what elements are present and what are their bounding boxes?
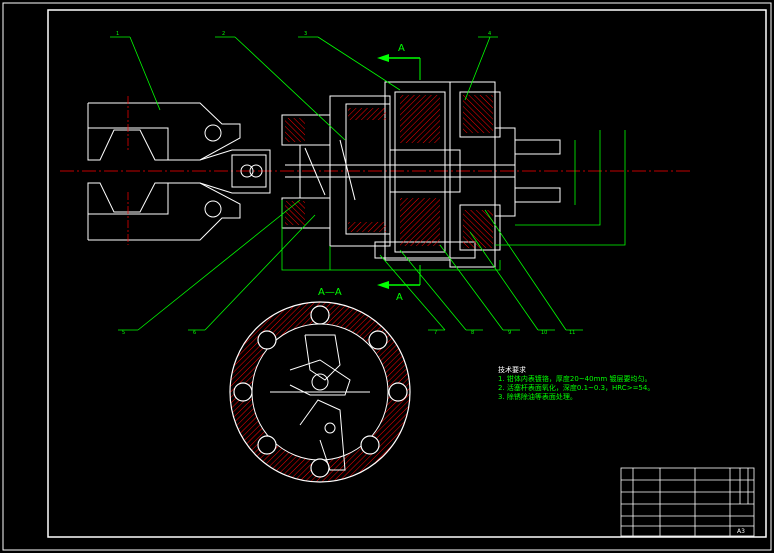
- piston-rod: [285, 139, 515, 201]
- callout-numbers: 1 2 3 4 5 6 7 8 9 10 11: [116, 31, 575, 336]
- section-view-a-a: [229, 301, 411, 483]
- sheet-size-label: A3: [737, 528, 745, 535]
- callout-4: 4: [488, 31, 491, 37]
- technical-requirement-1: 1. 钳体内表镀铬，厚度20~40mm 镀层要均匀。: [498, 375, 652, 383]
- technical-requirement-3: 3. 除锈除油等表面处理。: [498, 393, 577, 401]
- callout-3: 3: [304, 31, 307, 37]
- section-arrow-top: [377, 54, 421, 80]
- technical-requirements-title: 技术要求: [498, 366, 526, 374]
- callout-1: 1: [116, 31, 119, 37]
- title-block: [620, 467, 755, 537]
- callout-5: 5: [122, 330, 125, 336]
- gripper-jaws: [87, 102, 271, 241]
- hatched-sections: [285, 95, 493, 248]
- section-label-bottom: A: [396, 292, 403, 303]
- callout-10: 10: [541, 330, 547, 336]
- callout-11: 11: [569, 330, 575, 336]
- callout-8: 8: [471, 330, 474, 336]
- callout-7: 7: [434, 330, 437, 336]
- callout-9: 9: [508, 330, 511, 336]
- leader-lines: [110, 36, 583, 331]
- dimension-lines: [281, 130, 626, 271]
- section-view-label: A—A: [318, 287, 342, 298]
- sheet-inner-border: [47, 9, 767, 538]
- callout-6: 6: [193, 330, 196, 336]
- cylinder-body: [281, 81, 561, 268]
- technical-requirements: 技术要求 1. 钳体内表镀铬，厚度20~40mm 镀层要均匀。 2. 活塞杆表面…: [498, 366, 698, 402]
- callout-2: 2: [222, 31, 225, 37]
- section-arrow-bottom: [377, 265, 421, 289]
- technical-requirement-2: 2. 活塞杆表面氧化，深度0.1~0.3，HRC>=54。: [498, 384, 655, 392]
- section-label-top: A: [398, 43, 405, 54]
